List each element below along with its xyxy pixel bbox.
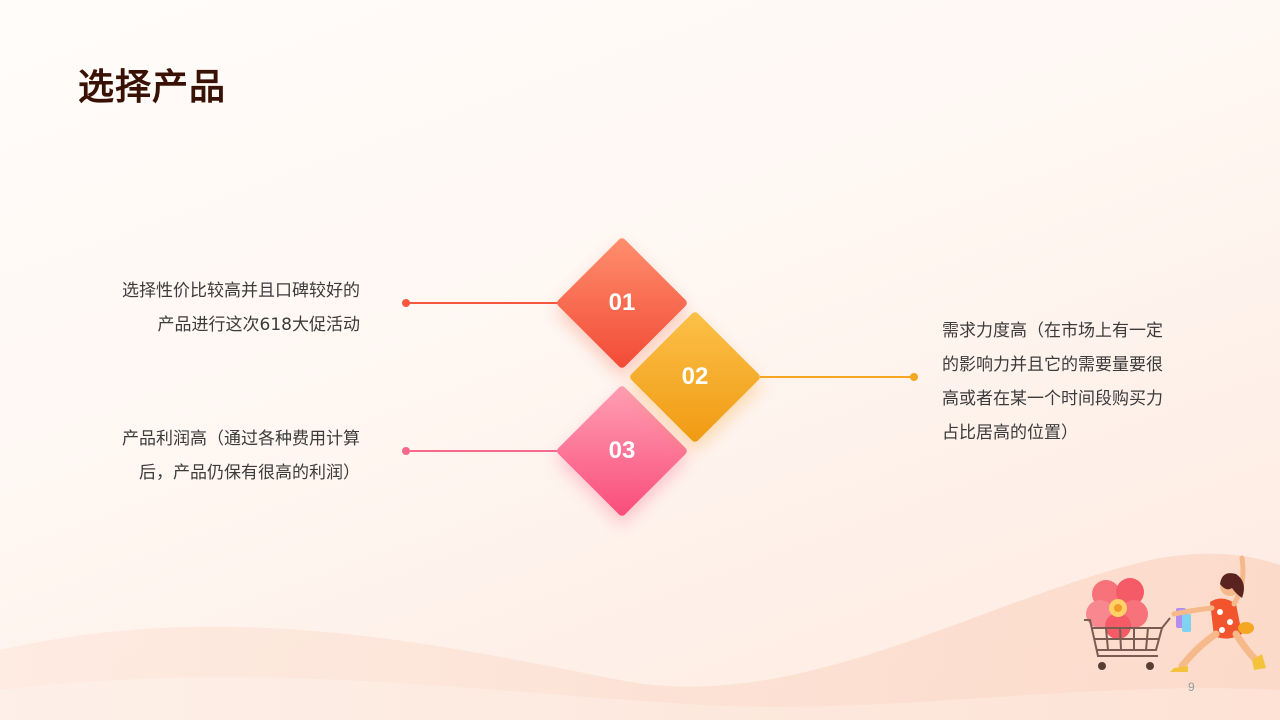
- item-02-line-2: 的影响力并且它的需要量要很: [942, 355, 1163, 375]
- item-01-line-1: 选择性价比较高并且口碑较好的: [122, 281, 360, 301]
- item-02-line-3: 高或者在某一个时间段购买力: [942, 389, 1163, 409]
- flower-icon: [1086, 578, 1148, 639]
- item-01-line-2: 产品进行这次618大促活动: [157, 315, 360, 335]
- item-01-description: 选择性价比较高并且口碑较好的 产品进行这次618大促活动: [60, 274, 360, 342]
- item-02-description: 需求力度高（在市场上有一定 的影响力并且它的需要量要很 高或者在某一个时间段购买…: [942, 314, 1212, 450]
- item-02-line-4: 占比居高的位置）: [942, 423, 1078, 443]
- shopping-cart-icon: [1084, 617, 1171, 657]
- item-02-number: 02: [681, 363, 709, 390]
- slide-title: 选择产品: [78, 67, 227, 108]
- woman-shopping-cart-flower-illustration: [1084, 555, 1266, 672]
- woman-figure: [1170, 555, 1266, 672]
- page-number: 9: [1188, 680, 1195, 694]
- item-02-connector-dot: [910, 373, 918, 381]
- item-03-line-1: 产品利润高（通过各种费用计算: [122, 429, 360, 449]
- item-03-connector-line: [406, 450, 566, 452]
- item-02-line-1: 需求力度高（在市场上有一定: [942, 321, 1163, 341]
- item-03-number: 03: [608, 437, 636, 464]
- item-02-connector-line: [760, 376, 914, 378]
- item-01-connector-line: [406, 302, 566, 304]
- item-03-description: 产品利润高（通过各种费用计算 后，产品仍保有很高的利润）: [60, 422, 360, 490]
- item-01-number: 01: [608, 289, 636, 316]
- item-03-line-2: 后，产品仍保有很高的利润）: [139, 463, 360, 483]
